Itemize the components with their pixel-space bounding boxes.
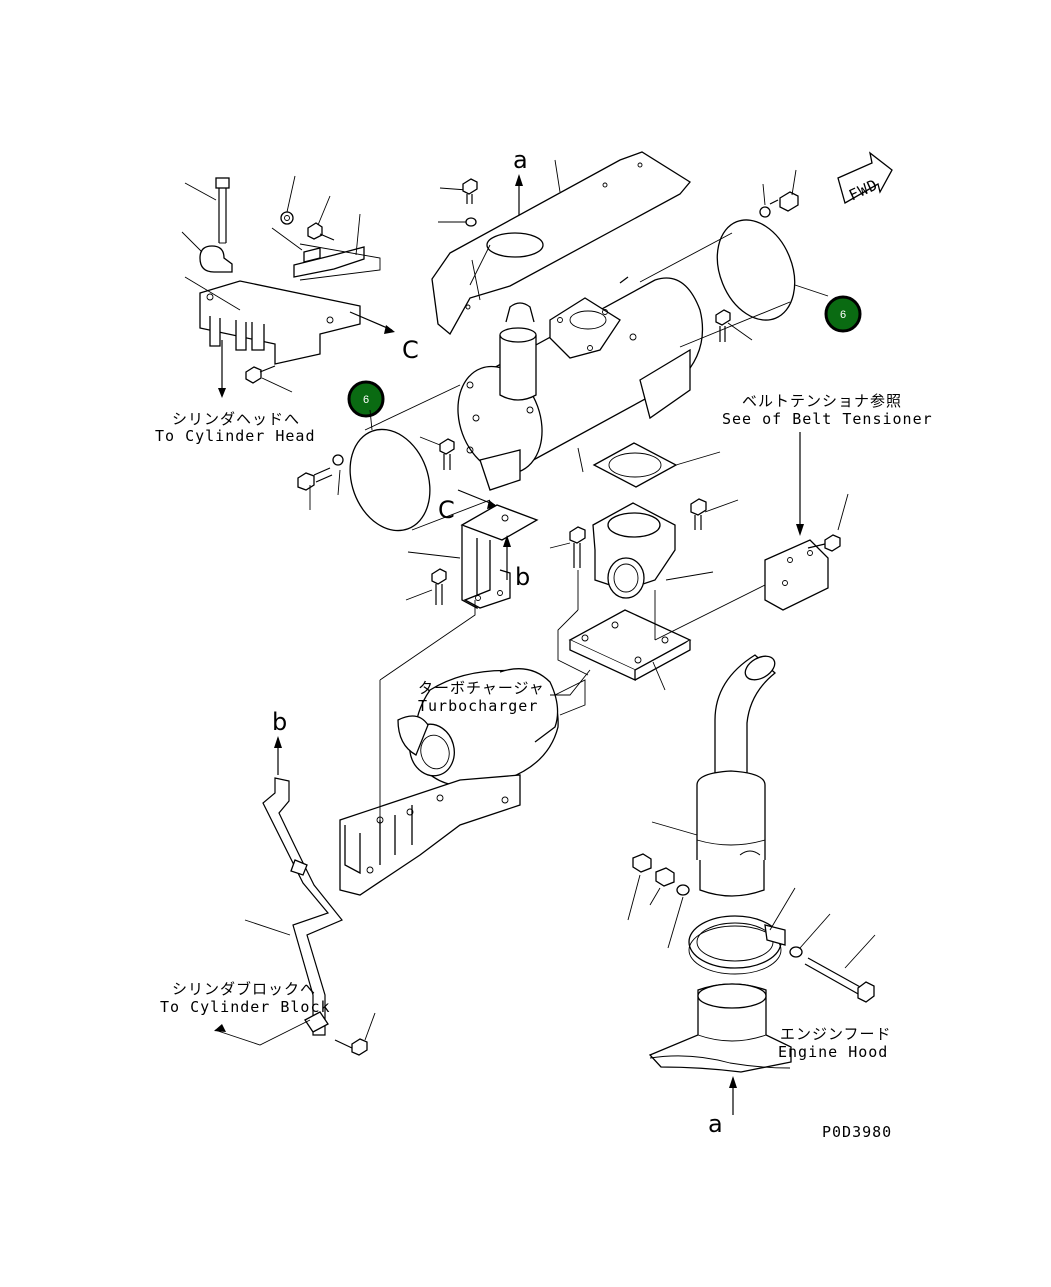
muffler-gasket-right xyxy=(639,169,829,348)
turbocharger-label-jp: ターボチャージャ xyxy=(418,679,545,697)
belt-tensioner-bracket xyxy=(654,432,849,641)
tail-pipe xyxy=(651,654,777,897)
fwd-arrow-icon: FWD xyxy=(837,151,893,205)
bracket-pipe xyxy=(214,777,376,1056)
cylinder-head-bracket-assembly xyxy=(181,175,395,398)
cylinder-head-label-en: To Cylinder Head xyxy=(155,427,316,445)
belt-tensioner-label-en: See of Belt Tensioner xyxy=(722,410,933,428)
reference-mark-c-left: C xyxy=(438,496,455,524)
engine-hood-label-jp: エンジンフード xyxy=(780,1025,892,1043)
heat-shield-cover xyxy=(431,151,691,336)
cylinder-block-label-en: To Cylinder Block xyxy=(160,998,331,1016)
reference-mark-b-lower: b xyxy=(272,708,287,736)
callout-6-right[interactable]: 6 xyxy=(824,295,862,333)
reference-mark-a-top: a xyxy=(513,146,528,174)
cylinder-block-label-jp: シリンダブロックへ xyxy=(172,980,316,998)
reference-mark-c-right: C xyxy=(402,336,419,364)
cylinder-head-label-jp: シリンダヘッドへ xyxy=(172,410,300,428)
engine-hood-label-en: Engine Hood xyxy=(778,1043,888,1061)
callout-6-left[interactable]: 6 xyxy=(347,380,385,418)
muffler-gasket-left xyxy=(297,384,491,532)
engine-hood-flange xyxy=(648,983,792,1073)
elbow-and-gasket xyxy=(549,442,739,691)
drawing-number: P0D3980 xyxy=(822,1123,892,1141)
callout-6-left-number: 6 xyxy=(363,394,369,406)
muffler xyxy=(457,276,704,491)
muffler-support-bracket xyxy=(405,504,539,610)
turbocharger-label-en: Turbocharger xyxy=(418,697,538,715)
belt-tensioner-label-jp: ベルトテンショナ参照 xyxy=(742,392,902,410)
reference-mark-a-bottom: a xyxy=(708,1110,723,1138)
turbocharger xyxy=(339,600,591,896)
callout-6-right-number: 6 xyxy=(840,309,846,321)
reference-mark-b-upper: b xyxy=(515,563,530,591)
tail-pipe-clamp xyxy=(627,853,876,1003)
